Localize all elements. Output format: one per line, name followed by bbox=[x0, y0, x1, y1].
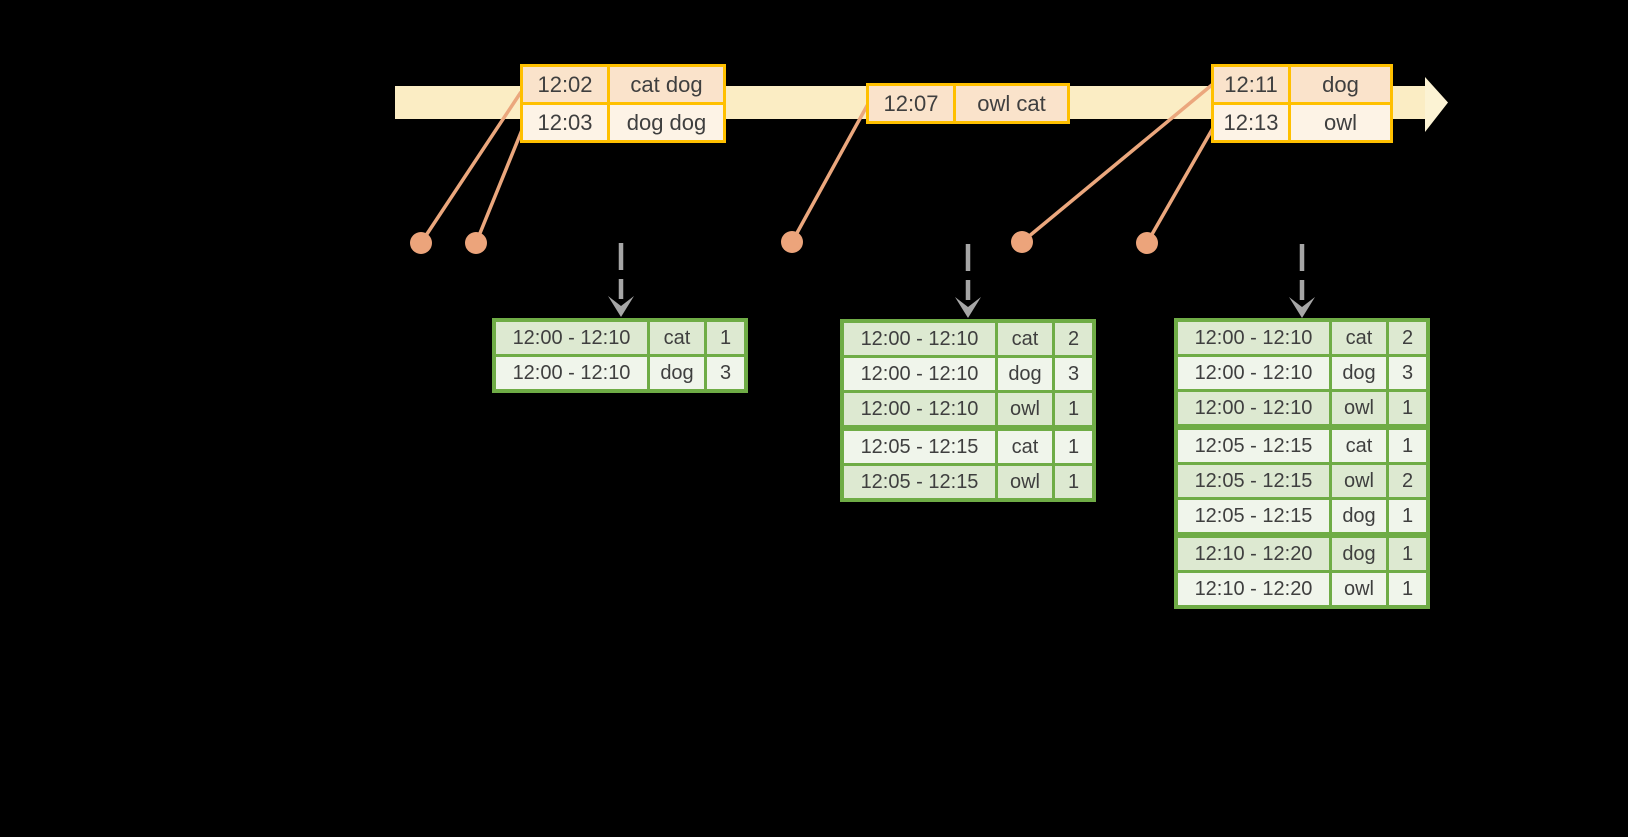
window-cell: 12:05 - 12:15 bbox=[1178, 465, 1329, 497]
count-cell: 1 bbox=[1055, 393, 1092, 425]
window-cell: 12:00 - 12:10 bbox=[844, 358, 995, 390]
event-time-cell: 12:07 bbox=[869, 86, 953, 121]
word-cell: dog bbox=[650, 357, 704, 389]
leader-line-1 bbox=[419, 91, 523, 244]
word-cell: owl bbox=[998, 393, 1052, 425]
count-cell: 1 bbox=[1389, 538, 1426, 570]
window-cell: 12:00 - 12:10 bbox=[1178, 357, 1329, 389]
event-time-cell: 12:13 bbox=[1214, 105, 1288, 140]
word-cell: dog bbox=[1332, 500, 1386, 532]
window-cell: 12:05 - 12:15 bbox=[1178, 500, 1329, 532]
down-arrowhead-icon bbox=[1289, 297, 1315, 318]
word-cell: dog bbox=[1332, 357, 1386, 389]
window-cell: 12:00 - 12:10 bbox=[1178, 392, 1329, 424]
event-dot-5 bbox=[1136, 232, 1158, 254]
word-cell: dog bbox=[1332, 538, 1386, 570]
word-cell: owl bbox=[1332, 573, 1386, 605]
event-words-cell: cat dog bbox=[610, 67, 723, 102]
event-words-cell: dog dog bbox=[610, 105, 723, 140]
count-cell: 1 bbox=[1389, 430, 1426, 462]
word-cell: cat bbox=[998, 323, 1052, 355]
event-words-cell: owl cat bbox=[956, 86, 1067, 121]
window-cell: 12:00 - 12:10 bbox=[844, 323, 995, 355]
event-words-cell: owl bbox=[1291, 105, 1390, 140]
leader-lines bbox=[419, 82, 1215, 244]
leader-line-3 bbox=[790, 103, 870, 243]
count-cell: 2 bbox=[1389, 465, 1426, 497]
event-time-cell: 12:02 bbox=[523, 67, 607, 102]
event-time-cell: 12:03 bbox=[523, 105, 607, 140]
count-cell: 3 bbox=[1055, 358, 1092, 390]
window-cell: 12:05 - 12:15 bbox=[844, 431, 995, 463]
count-cell: 1 bbox=[1055, 431, 1092, 463]
trigger-arrows bbox=[608, 243, 1315, 318]
word-cell: cat bbox=[650, 322, 704, 354]
window-cell: 12:05 - 12:15 bbox=[844, 466, 995, 498]
window-cell: 12:05 - 12:15 bbox=[1178, 430, 1329, 462]
count-cell: 1 bbox=[1389, 392, 1426, 424]
event-dot-3 bbox=[781, 231, 803, 253]
count-cell: 3 bbox=[707, 357, 744, 389]
word-cell: owl bbox=[1332, 465, 1386, 497]
event-time-cell: 12:11 bbox=[1214, 67, 1288, 102]
down-arrowhead-icon bbox=[608, 296, 634, 317]
count-cell: 1 bbox=[1055, 466, 1092, 498]
event-dot-2 bbox=[465, 232, 487, 254]
word-cell: cat bbox=[998, 431, 1052, 463]
event-dot-1 bbox=[410, 232, 432, 254]
count-cell: 2 bbox=[1389, 322, 1426, 354]
count-cell: 1 bbox=[707, 322, 744, 354]
count-cell: 3 bbox=[1389, 357, 1426, 389]
event-dot-4 bbox=[1011, 231, 1033, 253]
window-cell: 12:10 - 12:20 bbox=[1178, 573, 1329, 605]
word-cell: dog bbox=[998, 358, 1052, 390]
window-cell: 12:10 - 12:20 bbox=[1178, 538, 1329, 570]
event-dots bbox=[410, 231, 1158, 254]
window-cell: 12:00 - 12:10 bbox=[1178, 322, 1329, 354]
word-cell: owl bbox=[1332, 392, 1386, 424]
event-words-cell: dog bbox=[1291, 67, 1390, 102]
count-cell: 1 bbox=[1389, 500, 1426, 532]
count-cell: 2 bbox=[1055, 323, 1092, 355]
count-cell: 1 bbox=[1389, 573, 1426, 605]
leader-line-2 bbox=[474, 129, 524, 244]
word-cell: cat bbox=[1332, 322, 1386, 354]
leader-line-5 bbox=[1145, 127, 1215, 244]
word-cell: cat bbox=[1332, 430, 1386, 462]
window-cell: 12:00 - 12:10 bbox=[496, 357, 647, 389]
window-cell: 12:00 - 12:10 bbox=[496, 322, 647, 354]
window-cell: 12:00 - 12:10 bbox=[844, 393, 995, 425]
timeline-arrowhead-icon bbox=[1425, 77, 1448, 132]
down-arrowhead-icon bbox=[955, 297, 981, 318]
word-cell: owl bbox=[998, 466, 1052, 498]
leader-line-4 bbox=[1020, 82, 1215, 244]
